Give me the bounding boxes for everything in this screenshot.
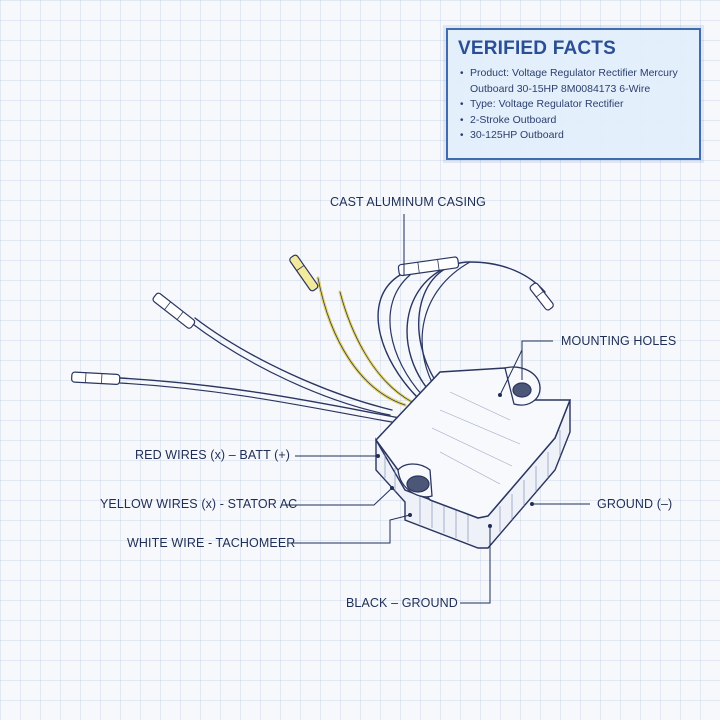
leader-mounting-holes (521, 340, 553, 380)
mounting-hole-left (406, 475, 430, 493)
connector-left-mid (152, 292, 196, 329)
leader-yellow-wires (285, 487, 393, 506)
fact-text: 2-Stroke Outboard (470, 113, 557, 126)
bullet-icon: • (460, 130, 464, 141)
fact-text: Product: Voltage Regulator Rectifier Mer… (470, 67, 678, 95)
fact-item: • Product: Voltage Regulator Rectifier Me… (458, 66, 689, 97)
bullet-icon: • (460, 114, 464, 126)
wire-left-long (119, 377, 401, 419)
leader-white-wire (292, 514, 411, 544)
wire-bundle (119, 261, 546, 424)
leader-lines (285, 214, 590, 604)
wire-right-loop (418, 261, 546, 389)
label-white-wire: WHITE WIRE - TACHOMEER (127, 536, 296, 550)
facts-title: VERIFIED FACTS (458, 38, 616, 59)
fact-item: • 2-Stroke Outboard (458, 113, 689, 129)
connector-yellow (289, 254, 319, 292)
label-ground: GROUND (–) (597, 497, 673, 511)
regulator-body (375, 366, 572, 549)
wire-left-mid (194, 317, 393, 411)
wire-top-1 (377, 274, 419, 399)
label-red-wires: RED WIRES (x) – BATT (+) (135, 448, 291, 462)
connector-top (397, 256, 460, 277)
label-mounting-holes: MOUNTING HOLES (561, 334, 677, 348)
fact-item: • Type: Voltage Regulator Rectifier (458, 97, 689, 113)
fact-item: • 30-125HP Outboard (458, 128, 689, 144)
fact-text: 30-125HP Outboard (470, 129, 564, 141)
label-yellow-wires: YELLOW WIRES (x) - STATOR AC (100, 497, 298, 511)
connector-left (71, 371, 121, 385)
verified-facts-box: VERIFIED FACTS • Product: Voltage Regulat… (446, 28, 701, 160)
bullet-icon: • (460, 99, 464, 110)
leader-black-ground (460, 526, 491, 604)
label-black-ground: BLACK – GROUND (346, 596, 458, 610)
wire-yellow-2 (338, 290, 414, 404)
label-casing: CAST ALUMINUM CASING (330, 195, 486, 209)
fact-text: Type: Voltage Regulator Rectifier (470, 98, 624, 110)
bullet-icon: • (460, 68, 464, 79)
mounting-hole-right (512, 382, 532, 398)
wire-top-2 (406, 267, 446, 393)
facts-list: • Product: Voltage Regulator Rectifier Me… (458, 66, 689, 144)
connector-right (529, 282, 554, 311)
